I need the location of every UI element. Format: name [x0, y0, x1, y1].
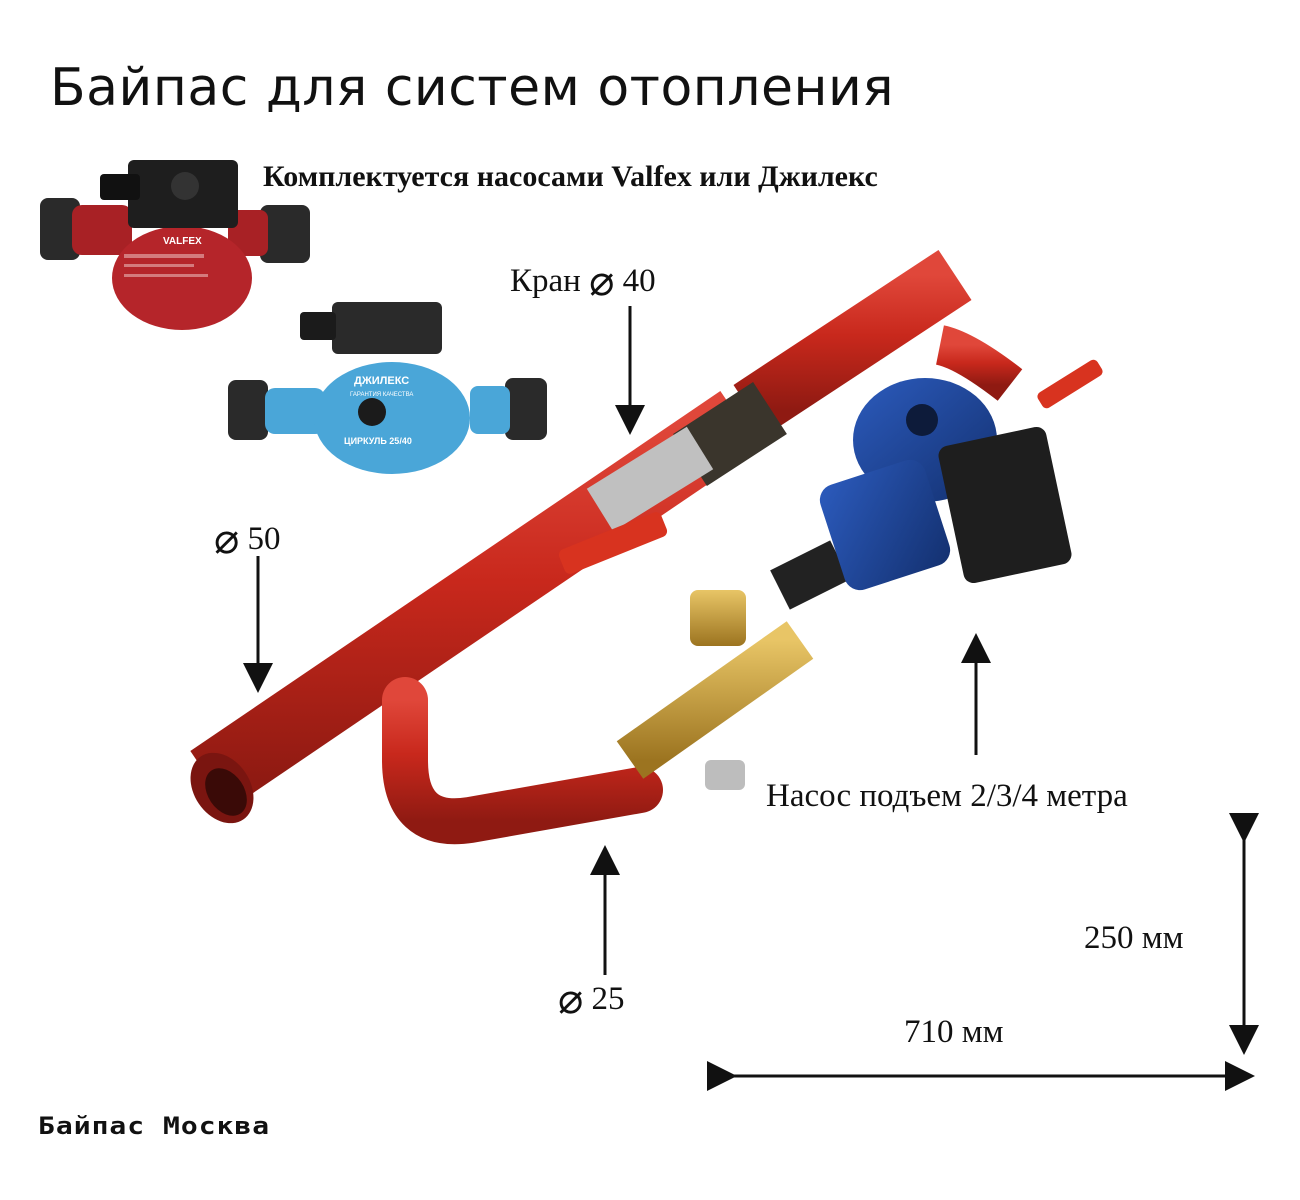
valve-label-text: Кран [510, 263, 581, 299]
bypass-pipe-diameter-label: ⌀ 25 [558, 974, 625, 1024]
page-subtitle: Комплектуется насосами Valfex или Джилек… [263, 160, 878, 193]
gilex-pump-image: ДЖИЛЕКС ГАРАНТИЯ КАЧЕСТВА ЦИРКУЛЬ 25/40 [228, 302, 547, 474]
valfex-brand-label: VALFEX [163, 236, 202, 247]
bypass-pipe [382, 325, 1103, 845]
brass-fittings [616, 540, 850, 790]
diameter-symbol: ⌀ [558, 977, 584, 1023]
main-ball-valve [558, 382, 787, 574]
valfex-pump-image: VALFEX [40, 160, 310, 330]
page-title: Байпас для систем отопления [50, 58, 895, 118]
height-label: 250 мм [1084, 920, 1184, 956]
valve-label: Кран ⌀ 40 [510, 256, 656, 306]
installed-pump [819, 378, 1072, 591]
diameter-symbol: ⌀ [589, 259, 615, 305]
main-pipe-diameter-label: ⌀ 50 [214, 514, 281, 564]
diameter-symbol: ⌀ [214, 517, 240, 563]
length-label: 710 мм [904, 1014, 1004, 1050]
footer-brand: Байпас Москва [38, 1112, 271, 1141]
gilex-model-label: ЦИРКУЛЬ 25/40 [344, 436, 412, 446]
gilex-guarantee-label: ГАРАНТИЯ КАЧЕСТВА [350, 392, 413, 398]
upper-pipe-section [733, 249, 972, 436]
main-pipe-diameter-value: 50 [247, 521, 281, 557]
pump-label: Насос подъем 2/3/4 метра [766, 778, 1128, 814]
gilex-brand-label: ДЖИЛЕКС [354, 375, 409, 387]
bypass-pipe-diameter-value: 25 [591, 981, 625, 1017]
valve-diameter-value: 40 [622, 263, 656, 299]
